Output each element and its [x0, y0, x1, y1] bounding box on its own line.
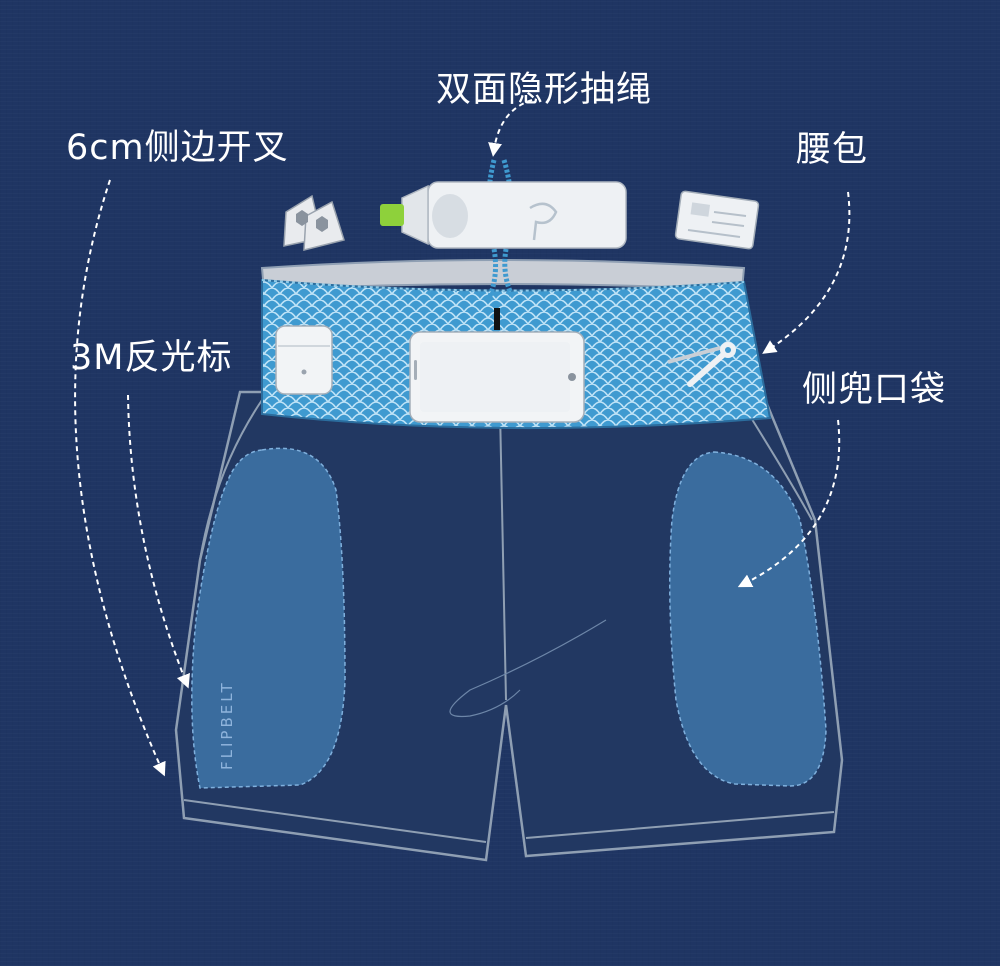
right-pocket: [669, 451, 827, 787]
reflective-logo-label: 3M反光标: [70, 338, 233, 378]
left-pocket: [191, 447, 346, 789]
reflective-arrow: [127, 394, 190, 689]
leg-hem-right: [525, 811, 835, 839]
phone-icon: [409, 331, 585, 423]
keys-icon: [667, 342, 736, 387]
waistband-top-edge: [261, 279, 745, 292]
belt-arrow: [762, 191, 851, 354]
side-slit-arrow: [74, 179, 166, 777]
earbuds-case-icon: [275, 325, 333, 395]
center-seam: [499, 409, 507, 701]
side-pocket-label: 侧兜口袋: [802, 370, 947, 410]
drawstring-slot: [494, 308, 500, 330]
side-seam-left: [199, 399, 263, 561]
drawstring-label: 双面隐形抽绳: [436, 70, 653, 110]
pocket-arrow: [737, 419, 841, 588]
drawstring-arrow: [488, 99, 533, 157]
water-bottle-icon: [380, 181, 627, 249]
waist-belt-label: 腰包: [796, 130, 869, 170]
stitch-detail: [449, 619, 607, 718]
leg-hem-left: [183, 799, 487, 843]
gel-packs-icon: [283, 194, 345, 251]
card-icon: [674, 190, 760, 250]
side-slit-label: 6cm侧边开叉: [66, 128, 289, 168]
brand-text: FLIPBELT: [218, 680, 236, 770]
